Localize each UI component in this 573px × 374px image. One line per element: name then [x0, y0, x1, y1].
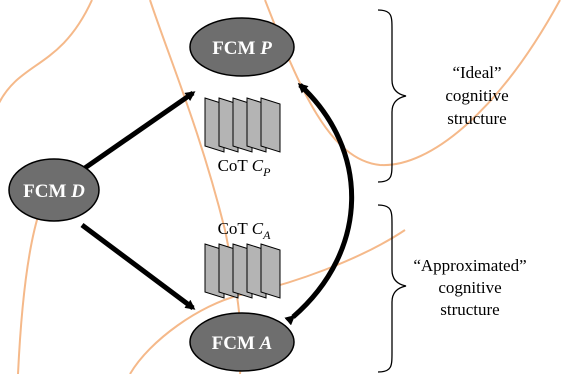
node-fcm-d-shape: [8, 158, 100, 222]
node-fcm-a-shape: [189, 312, 295, 372]
cot-p-label: CoT CP: [218, 156, 272, 179]
ideal-label: “Ideal” cognitive structure: [445, 63, 508, 128]
node-fcm-a: FCM A: [189, 312, 295, 372]
arrows: [80, 82, 355, 326]
approx-label-line-3: structure: [440, 300, 499, 319]
arrow-d-to-a: [80, 222, 196, 311]
cot-a-label: CoT CA: [218, 219, 272, 242]
approx-label: “Approximated” cognitive structure: [413, 256, 526, 319]
cot-a-card-5: [260, 243, 281, 299]
ideal-label-line-2: cognitive: [445, 86, 508, 105]
ideal-label-line-1: “Ideal”: [452, 63, 501, 82]
node-fcm-p: FCM P: [189, 17, 295, 77]
node-fcm-p-shape: [189, 17, 295, 77]
background-curves: [0, 0, 561, 374]
approx-label-line-2: cognitive: [438, 278, 501, 297]
node-fcm-a-label: FCM A: [212, 333, 273, 354]
ideal-label-line-3: structure: [447, 109, 506, 128]
cot-p-card-5: [260, 97, 281, 153]
approx-brace: [377, 204, 407, 373]
background-curve-4: [264, 0, 561, 167]
background-curve-2: [17, 209, 41, 374]
arrow-d-to-p: [80, 90, 196, 173]
background-curve-5: [129, 229, 406, 374]
ideal-brace: [377, 9, 407, 183]
node-fcm-d: FCM D: [8, 158, 100, 222]
node-fcm-p-label: FCM P: [212, 38, 272, 59]
arrow-a-to-p: [284, 82, 355, 326]
background-curve-1: [0, 0, 93, 104]
cot-p-stack: [204, 97, 281, 153]
cot-a-stack: [204, 243, 281, 299]
node-fcm-d-label: FCM D: [23, 181, 85, 202]
approx-label-line-1: “Approximated”: [413, 256, 526, 275]
